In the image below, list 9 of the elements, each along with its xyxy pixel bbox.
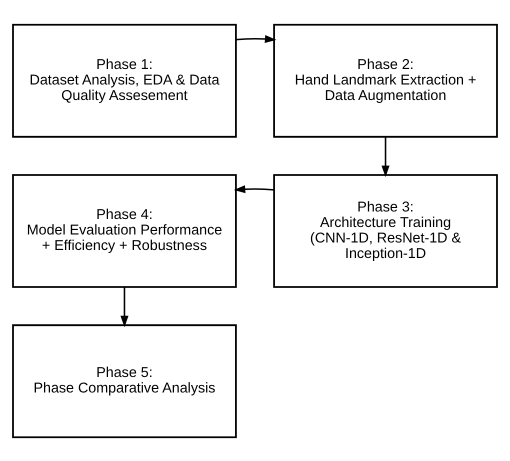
node-box: Phase 5: Phase Comparative Analysis (12, 324, 237, 438)
node-box: Phase 1: Dataset Analysis, EDA & Data Quality Assesement (12, 23, 237, 138)
arrow (236, 34, 276, 43)
node-box: Phase 4: Model Evaluation Performance + Efficiency + Robustness (12, 174, 237, 288)
arrow (234, 184, 274, 193)
arrow (120, 286, 128, 327)
node-box: Phase 3: Architecture Training (CNN-1D, ResNet-1D & Inception-1D (273, 174, 498, 288)
arrow (382, 136, 390, 177)
node-box: Phase 2: Hand Landmark Extraction + Data Augmentation (273, 23, 498, 138)
